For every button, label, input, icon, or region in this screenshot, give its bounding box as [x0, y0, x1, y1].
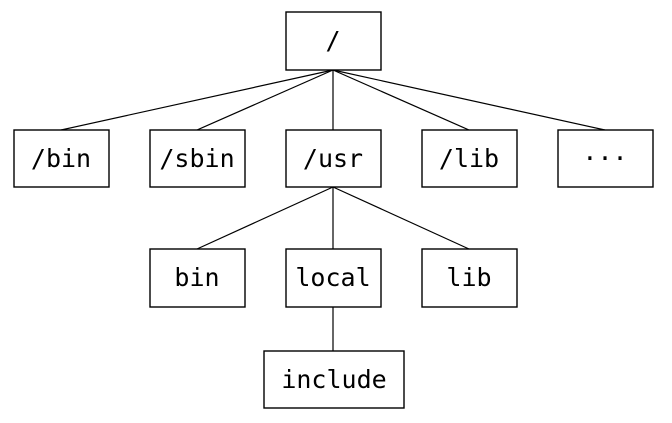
node-include-box: [263, 350, 405, 409]
node-usr-bin-box: [149, 248, 246, 308]
node-root-label: /: [325, 26, 340, 55]
node-root: /: [285, 11, 382, 71]
edge-root-sbin: [196, 69, 334, 131]
node-usr-local: local: [285, 248, 382, 308]
node-root-box: [285, 11, 382, 71]
node-usr-lib-label: lib: [446, 263, 491, 292]
node-more-box: [557, 129, 654, 188]
node-bin-box: [13, 129, 110, 188]
edge-root-more: [332, 69, 606, 131]
node-usr-box: [285, 129, 382, 188]
node-sbin: /sbin: [149, 129, 246, 188]
node-usr-local-label: local: [295, 263, 370, 292]
node-usr-bin-label: bin: [174, 263, 219, 292]
node-include: include: [263, 350, 405, 409]
node-include-label: include: [281, 365, 386, 394]
node-usr-lib-box: [421, 248, 518, 308]
edge-usr-bin: [196, 186, 334, 250]
node-more-label: ···: [582, 144, 627, 173]
node-sbin-box: [149, 129, 246, 188]
node-usr-lib: lib: [421, 248, 518, 308]
node-lib-box: [421, 129, 518, 188]
edge-usr-lib: [332, 186, 470, 250]
node-usr: /usr: [285, 129, 382, 188]
node-bin: /bin: [13, 129, 110, 188]
node-usr-label: /usr: [303, 144, 363, 173]
node-bin-label: /bin: [31, 144, 91, 173]
node-usr-local-box: [285, 248, 382, 308]
node-lib: /lib: [421, 129, 518, 188]
node-lib-label: /lib: [439, 144, 499, 173]
node-more: ···: [557, 129, 654, 188]
node-sbin-label: /sbin: [159, 144, 234, 173]
edge-root-bin: [60, 69, 334, 131]
node-usr-bin: bin: [149, 248, 246, 308]
edge-root-lib: [332, 69, 470, 131]
